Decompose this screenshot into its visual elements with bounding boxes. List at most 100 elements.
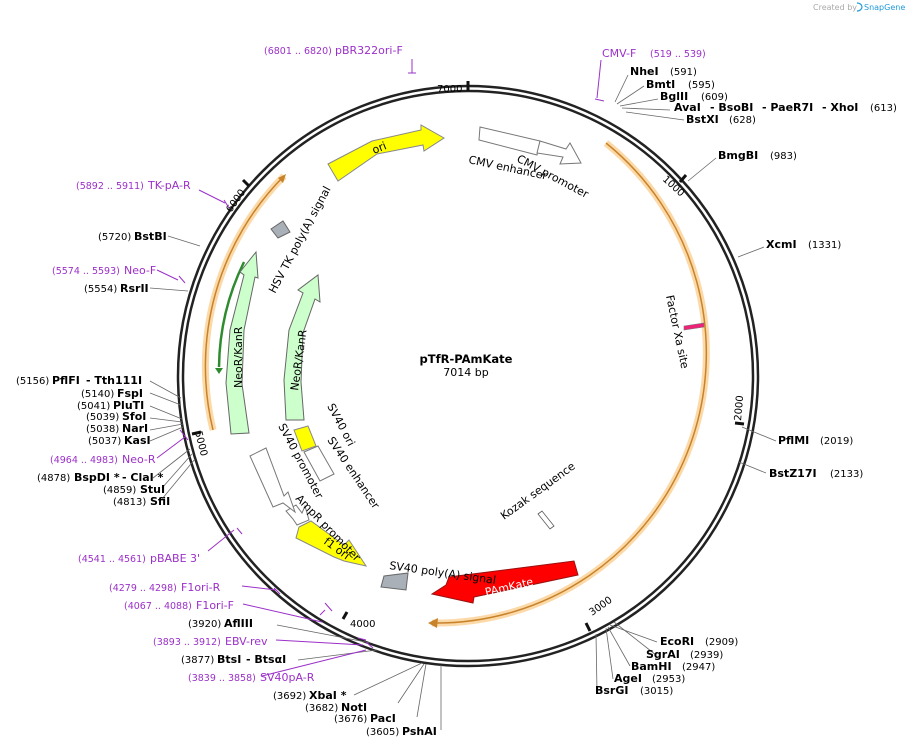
site-xcmi: XcmI [766, 238, 797, 251]
site-btsi: BtsI [217, 653, 241, 666]
primer-pbabe-pos: (4541 .. 4561) [78, 554, 146, 565]
site-clai: - ClaI * [122, 471, 164, 484]
ori-feature [327, 124, 445, 182]
site-bstbi: BstBI [134, 230, 167, 243]
site-btsi-pos: (3877) [181, 655, 214, 666]
hsv-tk-label: HSV TK poly(A) signal [266, 184, 333, 295]
site-sfii-pos: (4813) [113, 497, 146, 508]
ruler-label-4000: 4000 [350, 619, 375, 630]
site-bstxi-pos: (628) [729, 115, 756, 126]
site-bspdi: BspDI * [74, 471, 120, 484]
site-pshai: PshAI [402, 725, 437, 738]
site-pshai-pos: (3605) [366, 727, 399, 738]
factor-xa-feature [683, 322, 705, 331]
ori-label: ori [370, 139, 388, 156]
primer-ebv-rev: EBV-rev [225, 635, 268, 648]
primer-f1ori-f: F1ori-F [196, 599, 234, 612]
site-nhei-pos: (591) [670, 67, 697, 78]
site-paci: PacI [370, 712, 396, 725]
orf-arc-glow [431, 140, 710, 627]
site-bstz17i: BstZ17I [769, 467, 817, 480]
neokanr-inner-feature [283, 274, 321, 421]
site-nari-pos: (5038) [86, 424, 119, 435]
site-tth111i: - Tth111I [86, 374, 142, 387]
site-bamhi-pos: (2947) [682, 662, 715, 673]
neo-orf-arrowhead [215, 368, 223, 374]
site-bmti: BmtI [646, 78, 675, 91]
ruler-tick-1000 [678, 174, 688, 183]
site-pflfi-pos: (5156) [16, 376, 49, 387]
orf-arrowhead [428, 618, 438, 628]
primer-neo-f: Neo-F [124, 264, 156, 277]
site-kasi: KasI [124, 434, 151, 447]
primer-sv40pa-r: SV40pA-R [260, 671, 315, 684]
cmv-enhancer-feature [478, 126, 541, 156]
site-noti-pos: (3682) [305, 703, 338, 714]
site-sgrai: SgrAI [646, 648, 680, 661]
primer-pbabe: pBABE 3' [150, 552, 200, 565]
site-bglii: BglII [660, 90, 688, 103]
site-pluti: PluTI [113, 399, 144, 412]
site-nhei: NheI [630, 65, 659, 78]
f1-ori-feature [295, 520, 368, 567]
site-bglii-pos: (609) [701, 92, 728, 103]
site-bstz17i-pos: (2133) [830, 469, 863, 480]
site-rsrii-pos: (5554) [84, 284, 117, 295]
site-agei-pos: (2953) [652, 674, 685, 685]
site-bstxi: BstXI [686, 113, 719, 126]
site-kasi-pos: (5037) [88, 436, 121, 447]
site-pflmi-pos: (2019) [820, 436, 853, 447]
ruler-tick-4000 [341, 611, 349, 620]
site-paer7i: - PaeR7I [762, 101, 813, 114]
site-avai: AvaI [674, 101, 701, 114]
hsv-tk-feature [270, 220, 291, 239]
ruler-tick-3000 [584, 622, 592, 632]
credit-brand: SnapGene [864, 3, 905, 12]
ruler-tick-6000 [241, 178, 251, 188]
ruler-tick-2000 [734, 421, 745, 426]
left-orf-arrowhead [278, 174, 286, 183]
site-bspdi-pos: (4878) [37, 473, 70, 484]
site-ecori-pos: (2909) [705, 637, 738, 648]
primer-cmv-f-pos: (519 .. 539) [650, 49, 706, 60]
site-rsrii: RsrII [120, 282, 149, 295]
neokanr-outer-label: NeoR/KanR [232, 326, 245, 388]
ruler-label-3000: 3000 [587, 595, 614, 619]
primer-cmv-f: CMV-F [602, 47, 636, 60]
site-bsobi: - BsoBI [710, 101, 753, 114]
primer-sv40pa-r-pos: (3839 .. 3858) [188, 673, 256, 684]
primer-neo-f-pos: (5574 .. 5593) [52, 266, 120, 277]
site-fspi-pos: (5140) [81, 389, 114, 400]
primer-neo-r-pos: (4964 .. 4983) [50, 455, 118, 466]
left-orf-arc [204, 175, 285, 431]
site-sfii: SfiI [150, 495, 170, 508]
site-pluti-pos: (5041) [77, 401, 110, 412]
site-btsai: - BtsαI [246, 653, 286, 666]
site-stui: StuI [140, 483, 165, 496]
primer-neo-r: Neo-R [122, 453, 156, 466]
site-xbai-pos: (3692) [273, 691, 306, 702]
neo-orf-arc [217, 261, 246, 368]
site-pflmi: PflMI [778, 434, 809, 447]
site-xcmi-pos: (1331) [808, 240, 841, 251]
site-bsrgi: BsrGI [595, 684, 628, 697]
site-sgrai-pos: (2939) [690, 650, 723, 661]
orf-arc [431, 142, 708, 624]
site-bmgbi: BmgBI [718, 149, 758, 162]
pamkate-feature [430, 560, 579, 604]
kozak-feature [537, 510, 555, 530]
ruler-label-2000: 2000 [733, 395, 746, 421]
site-xbai: XbaI * [309, 689, 347, 702]
site-bamhi: BamHI [631, 660, 672, 673]
site-sfoi: SfoI [122, 410, 146, 423]
ruler-tick-5000 [191, 430, 202, 436]
site-paci-pos: (3676) [334, 714, 367, 725]
primer-f1ori-r-pos: (4279 .. 4298) [109, 583, 177, 594]
site-pflfi: PflFI [52, 374, 80, 387]
primer-f1ori-r: F1ori-R [181, 581, 221, 594]
cmv-promoter-feature [536, 140, 582, 165]
site-bmgbi-pos: (983) [770, 151, 797, 162]
site-bmti-pos: (595) [688, 80, 715, 91]
primer-ebv-rev-pos: (3893 .. 3912) [153, 637, 221, 648]
site-leaders [149, 74, 777, 730]
